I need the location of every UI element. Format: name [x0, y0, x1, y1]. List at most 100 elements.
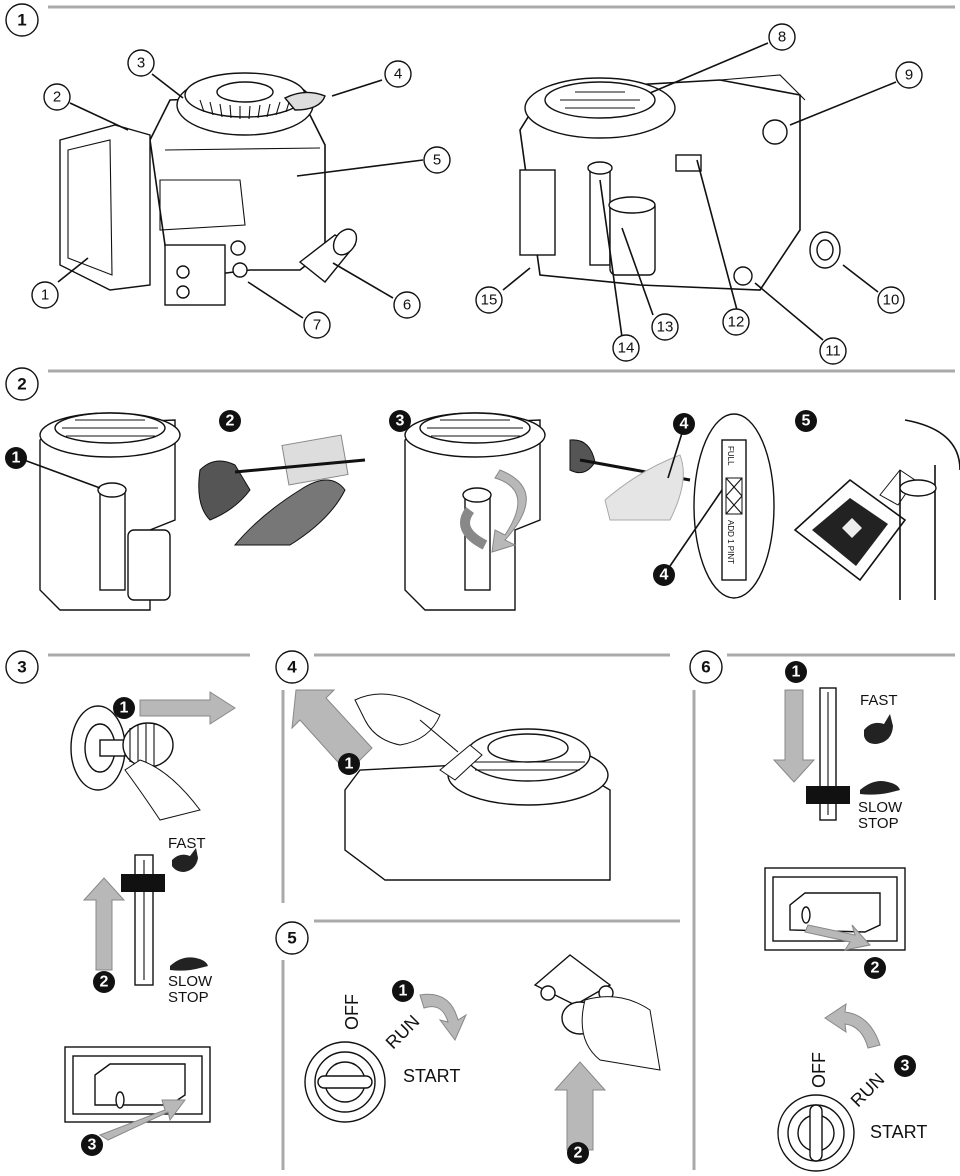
rabbit-icon [864, 714, 893, 744]
s3-bullet-1: 1 [113, 697, 135, 719]
svg-text:10: 10 [883, 292, 900, 309]
throttle-lever[interactable] [121, 874, 165, 892]
section-6-label: 6 [701, 658, 710, 677]
s6-bullet-1: 1 [785, 661, 807, 683]
section-1: 1 [5, 3, 955, 365]
engine-dipstick-location [23, 412, 181, 611]
svg-text:4: 4 [660, 567, 669, 584]
key-off-label: OFF [342, 994, 362, 1030]
dipstick-add-label: ADD 1 PINT [726, 520, 735, 564]
part-callout-11: 11 [819, 337, 847, 365]
throttle-stop-label: STOP [168, 989, 209, 1006]
svg-text:6: 6 [403, 297, 411, 314]
rabbit-icon [172, 848, 198, 872]
svg-text:9: 9 [905, 67, 913, 84]
part-callout-14: 14 [612, 334, 640, 362]
s6-bullet-3: 3 [894, 1055, 916, 1077]
svg-text:15: 15 [481, 292, 498, 309]
throttle-lever[interactable] [806, 786, 850, 804]
svg-text:1: 1 [12, 450, 21, 467]
key-switch-icon: OFF RUN START [304, 993, 468, 1123]
pull-arrow-icon [291, 689, 373, 771]
svg-text:1: 1 [41, 287, 49, 304]
push-arrow-icon [553, 1061, 607, 1151]
key[interactable] [809, 1104, 823, 1162]
svg-text:3: 3 [88, 1137, 97, 1154]
part-callout-9: 9 [895, 61, 923, 89]
s6-bullet-2: 2 [864, 957, 886, 979]
choke-knob-illustration [70, 691, 236, 821]
hands-wipe-dipstick [198, 434, 366, 546]
engine-right-illustration [519, 74, 841, 291]
section-6: 6 FAST SLOW STOP 1 2 OFF RUN START [689, 650, 955, 1172]
up-arrow-icon [82, 877, 126, 971]
key-run-label: RUN [847, 1069, 889, 1111]
hand-read-dipstick [569, 439, 691, 521]
svg-text:2: 2 [226, 413, 235, 430]
turtle-icon [170, 957, 208, 971]
s5-bullet-2: 2 [567, 1142, 589, 1164]
key-switch-icon: OFF RUN START [777, 1002, 927, 1172]
svg-text:11: 11 [825, 343, 841, 360]
turtle-icon [860, 781, 900, 795]
key-start-label: START [870, 1122, 927, 1142]
key-off-label: OFF [809, 1052, 829, 1088]
section-3-label: 3 [17, 658, 26, 677]
section-5-label: 5 [287, 929, 296, 948]
dipstick-full-label: FULL [726, 446, 735, 466]
part-callout-4: 4 [384, 60, 412, 88]
svg-text:1: 1 [345, 756, 354, 773]
primer-bulb-illustration [533, 954, 661, 1151]
rotate-arrow-icon [491, 469, 527, 553]
section-2-label: 2 [17, 375, 26, 394]
throttle-fast-label: FAST [860, 692, 898, 709]
key[interactable] [317, 1075, 373, 1089]
oil-bottle-icon [793, 419, 960, 600]
svg-text:7: 7 [313, 317, 321, 334]
rocker-switch[interactable] [94, 1063, 186, 1106]
svg-text:2: 2 [100, 974, 109, 991]
part-callout-5: 5 [423, 146, 451, 174]
part-callout-2: 2 [43, 83, 71, 111]
throttle-slow-label: SLOW [858, 799, 903, 816]
svg-text:1: 1 [399, 983, 408, 1000]
s4-bullet-1: 1 [338, 753, 360, 775]
section-3: 3 1 FAST SLOW STOP 2 [5, 650, 250, 1156]
svg-text:14: 14 [618, 340, 635, 357]
key-start-label: START [403, 1066, 460, 1086]
svg-text:12: 12 [728, 314, 745, 331]
part-callout-15: 15 [475, 286, 503, 314]
s3-bullet-3: 3 [81, 1134, 103, 1156]
engine-left-illustration [59, 72, 358, 306]
rotate-arrow-icon [419, 993, 468, 1041]
section-1-label: 1 [17, 11, 26, 30]
svg-text:3: 3 [901, 1058, 910, 1075]
part-callout-12: 12 [722, 308, 750, 336]
svg-text:8: 8 [778, 29, 786, 46]
section-2: 2 1 2 [5, 367, 960, 611]
engine-reinsert-dipstick [404, 412, 546, 611]
s2-bullet-2: 2 [219, 410, 241, 432]
throttle-slider-illustration: FAST SLOW STOP [82, 835, 213, 1006]
key-run-label: RUN [382, 1011, 424, 1053]
section-4: 4 1 [275, 650, 670, 903]
rotate-arrow-icon [824, 1002, 881, 1049]
part-callout-3: 3 [127, 49, 155, 77]
section-4-label: 4 [287, 658, 297, 677]
svg-text:5: 5 [802, 413, 811, 430]
section-5: 5 OFF RUN START 1 2 [275, 919, 680, 1170]
down-arrow-icon [772, 689, 816, 783]
throttle-slider-stop-illustration: FAST SLOW STOP [772, 687, 903, 832]
rocker-switch[interactable] [789, 892, 881, 933]
s2-bullet-4a: 4 [673, 413, 695, 435]
part-callout-7: 7 [303, 311, 331, 339]
s2-bullet-3: 3 [389, 410, 411, 432]
svg-text:5: 5 [433, 152, 441, 169]
svg-text:1: 1 [120, 700, 129, 717]
svg-text:3: 3 [396, 413, 405, 430]
engine-pull-start-illustration [291, 689, 611, 881]
rocker-switch-illustration [64, 1046, 211, 1141]
s2-bullet-1: 1 [5, 447, 27, 469]
part-callout-13: 13 [651, 313, 679, 341]
throttle-fast-label: FAST [168, 835, 206, 852]
